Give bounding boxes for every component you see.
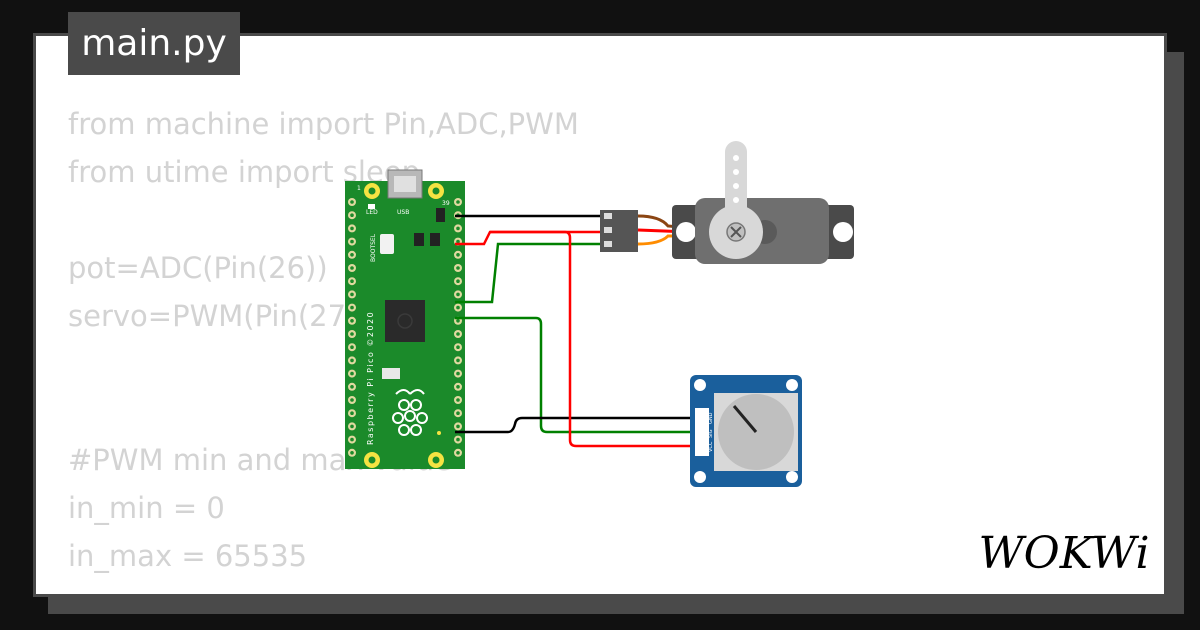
pin-39-label: 39 [442,200,450,207]
pico-pin-hole [456,319,460,323]
pico-pin-hole [350,213,354,217]
code-line: in_min = 0 [68,491,225,525]
project-card [33,33,1167,597]
pico-pin-hole [350,437,354,442]
pico-pin-hole [350,319,354,323]
pico-pin-hole [456,385,460,389]
pico-pin-hole [350,305,354,310]
pico-pin-hole [350,266,354,270]
pico-pin-hole [350,253,354,257]
code-line: servo=PWM(Pin(27)) [68,299,369,333]
servo-motor[interactable] [600,141,854,264]
code-line: from machine import Pin,ADC,PWM [68,107,579,141]
pot-pin-vcc: VCC [708,441,714,452]
pico-pin-hole [456,239,460,244]
wires [455,214,700,448]
rp2040-chip [385,300,425,342]
pico-pin-hole [456,398,460,402]
pico-pin-hole [456,371,460,376]
pico-pin-hole [350,451,354,455]
wokwi-logo: WOKWi [978,528,1149,579]
pico-pin-hole [350,200,354,204]
led-label: LED [366,209,378,216]
pico-pin-hole [350,371,354,376]
pico-pin-hole [456,305,460,310]
potentiometer-module[interactable]: GND SIG VCC [690,375,802,487]
pico-pin-hole [350,292,354,297]
pico-pin-hole [456,200,460,204]
pico-pin-hole [456,266,460,270]
code-line: pot=ADC(Pin(26)) [68,251,328,285]
pico-pin-hole [456,358,460,363]
usb-label: USB [397,209,409,216]
pico-pin-hole [350,358,354,363]
raspberry-pi-logo-icon [392,389,428,436]
knob-indicator [732,405,758,433]
pico-pin-hole [350,226,354,231]
close-icon [730,226,742,238]
pico-pin-hole [350,332,354,336]
pico-pin-hole [350,411,354,416]
led-icon [368,204,375,209]
pin-1-label: 1 [357,185,361,192]
pot-pin-sig: SIG [708,429,714,438]
pico-pin-hole [456,451,460,455]
code-line: in_max = 65535 [68,539,308,573]
pico-pin-hole [350,345,354,350]
pot-pin-gnd: GND [708,412,714,424]
pico-pin-hole [456,279,460,284]
pico-pin-hole [350,385,354,389]
pico-pin-hole [456,411,460,416]
board-name: Raspberry Pi Pico ©2020 [366,311,375,445]
pico-pin-hole [456,437,460,442]
bootsel-button[interactable] [380,234,394,254]
pico-pin-hole [456,345,460,350]
code-preview: from machine import Pin,ADC,PWM from uti… [68,100,768,580]
pico-pin-hole [350,424,354,429]
pico-pin-hole [456,253,460,257]
pico-pin-hole [350,239,354,244]
file-name-tab[interactable]: main.py [68,12,240,75]
bootsel-label: BOOTSEL [370,233,377,262]
pico-board[interactable]: LED USB 1 39 BOOTSEL Raspberry Pi Pico ©… [345,169,465,469]
pico-pin-hole [456,292,460,297]
pico-pin-hole [350,279,354,284]
pico-pin-hole [456,332,460,336]
pico-pin-hole [456,424,460,429]
logo-text: WOKWi [978,528,1149,579]
pico-pin-hole [456,226,460,231]
pico-pin-hole [350,398,354,402]
